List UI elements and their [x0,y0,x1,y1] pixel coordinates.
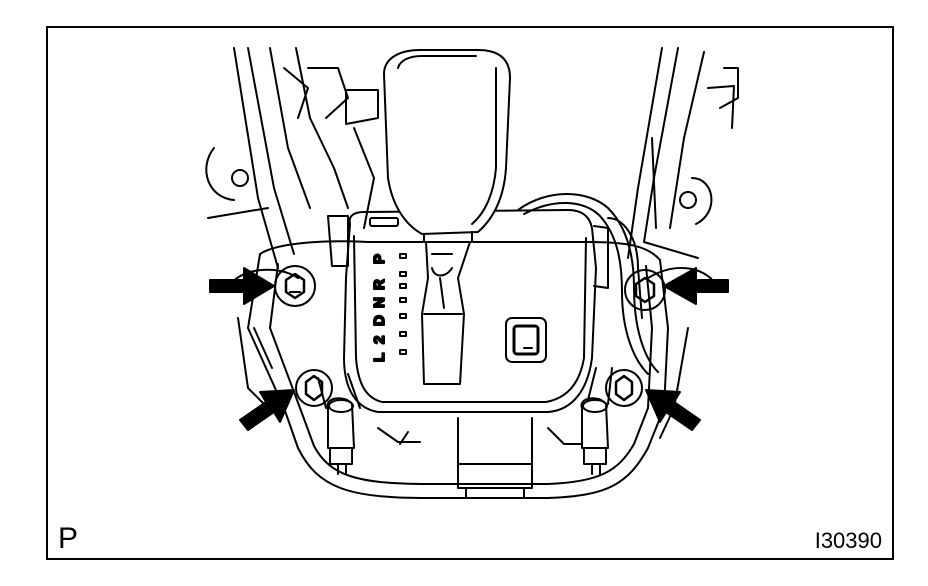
figure-frame: P R N D 2 L [46,26,894,560]
bushing-left [317,373,361,475]
nut-icon [634,276,656,304]
arrow-bottom-right [645,389,701,431]
indicator-housing [327,209,609,413]
nut-top-left [274,265,316,307]
nut-icon [614,374,634,402]
gate-letter-d: D [371,315,388,326]
shift-lever-illustration: P R N D 2 L [205,47,739,499]
corner-label: P [58,522,79,555]
bushing-right [580,367,613,475]
gate-letter-p: P [371,254,388,264]
nut-bottom-left [295,369,333,407]
nut-icon [284,272,306,300]
gate-marks [399,253,407,355]
gate-letter-r: R [371,279,388,290]
right-bracket [627,47,739,259]
gate-letter-l: L [371,353,388,362]
shift-knob [383,49,511,385]
arrow-bottom-left [239,389,295,431]
shift-gate-letters: P R N D 2 L [370,253,389,363]
gate-letter-2: 2 [371,336,388,344]
arrow-icon [645,389,701,431]
arrow-icon [663,267,729,305]
nut-bottom-right [605,369,643,407]
nut-icon [304,374,324,402]
nut-top-right [624,269,666,311]
gate-letter-n: N [371,297,388,308]
figure-id: I30390 [814,528,882,553]
left-bracket [205,47,379,269]
arrow-top-right [663,267,729,305]
arrow-top-left [209,267,275,305]
arrow-icon [209,267,275,305]
wire-harness [517,193,659,375]
arrow-icon [239,389,295,431]
console-base [227,240,719,499]
bottom-connector [377,417,589,499]
